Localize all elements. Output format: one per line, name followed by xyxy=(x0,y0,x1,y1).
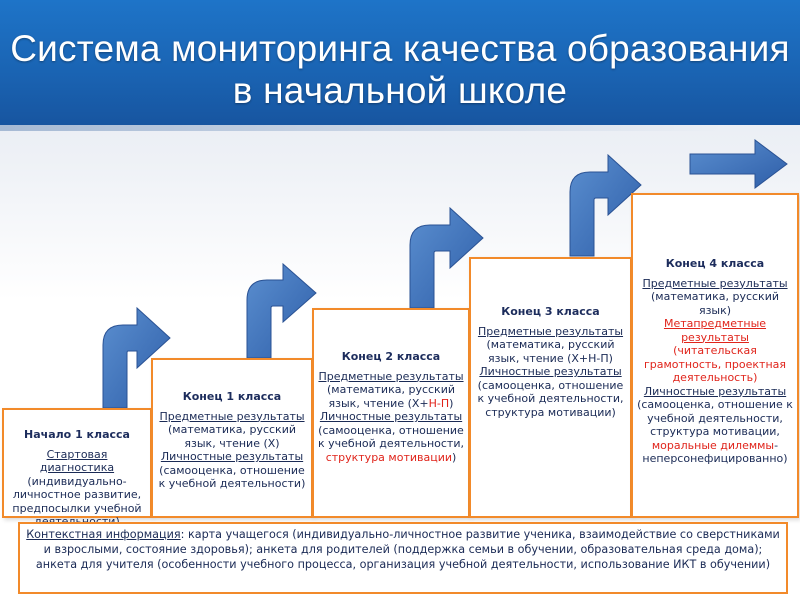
subject-results-label: Предметные результаты xyxy=(318,369,464,383)
context-label: Контекстная информация xyxy=(26,528,181,541)
personal-results-text: (самооценка, отношение к учебной деятель… xyxy=(158,463,306,491)
stage-end-grade-3: Конец 3 класса Предметные результаты (ма… xyxy=(469,257,632,518)
page-title: Система мониторинга качества образования… xyxy=(10,28,790,111)
stage-end-grade-1: Конец 1 класса Предметные результаты (ма… xyxy=(151,358,313,518)
personal-results-label: Личностные результаты xyxy=(160,450,304,463)
stage-heading: Конец 3 класса xyxy=(501,305,600,318)
stage-heading: Начало 1 класса xyxy=(24,428,130,441)
context-info-box: Контекстная информация: карта учащегося … xyxy=(18,522,788,594)
personal-results-text: (самооценка, отношение к учебной деятель… xyxy=(318,423,464,464)
subject-results-label: Предметные результаты xyxy=(477,324,624,338)
subject-results-label: Предметные результаты xyxy=(642,276,788,290)
subject-results-text: (математика, русский язык, чтение (Х+Н-П… xyxy=(486,338,615,365)
meta-results-label: Метапредметные результаты xyxy=(663,317,767,344)
title-banner: Система мониторинга качества образования… xyxy=(0,0,800,131)
personal-results-text: (самооценка, отношение к учебной деятель… xyxy=(637,398,793,465)
curved-arrow-icon xyxy=(569,153,642,257)
stage-text: (индивидуально-личностное развитие, пред… xyxy=(12,474,142,529)
stage-heading: Конец 4 класса xyxy=(665,257,765,270)
subject-results-label: Предметные результаты xyxy=(159,409,305,423)
stage-heading: Конец 1 класса xyxy=(182,390,282,403)
personal-results-label: Личностные результаты xyxy=(319,410,463,423)
subject-results-text: (математика, русский язык) xyxy=(650,290,779,317)
stage-subtitle: Стартовая диагностика xyxy=(39,447,115,475)
personal-results-label: Личностные результаты xyxy=(643,384,787,398)
subject-results-text: (математика, русский язык, чтение (Х) xyxy=(167,423,296,450)
curved-arrow-icon xyxy=(409,206,484,309)
right-arrow-icon xyxy=(689,139,788,189)
stage-end-grade-4: Конец 4 класса Предметные результаты (ма… xyxy=(631,193,799,518)
personal-results-label: Личностные результаты xyxy=(479,365,622,378)
context-text: : карта учащегося (индивидуально-личност… xyxy=(35,528,780,571)
stage-heading: Конец 2 класса xyxy=(341,350,441,363)
stage-start-grade-1: Начало 1 класса Стартовая диагностика (и… xyxy=(2,408,152,528)
stage-end-grade-2: Конец 2 класса Предметные результаты (ма… xyxy=(312,308,470,518)
curved-arrow-icon xyxy=(102,306,171,409)
curved-arrow-icon xyxy=(246,262,317,359)
subject-results-text: (математика, русский язык, чтение (Х+Н-П… xyxy=(326,383,455,410)
personal-results-text: (самооценка, отношение к учебной деятель… xyxy=(477,378,624,419)
meta-results-text: (читательская грамотность, проектная дея… xyxy=(643,344,787,384)
